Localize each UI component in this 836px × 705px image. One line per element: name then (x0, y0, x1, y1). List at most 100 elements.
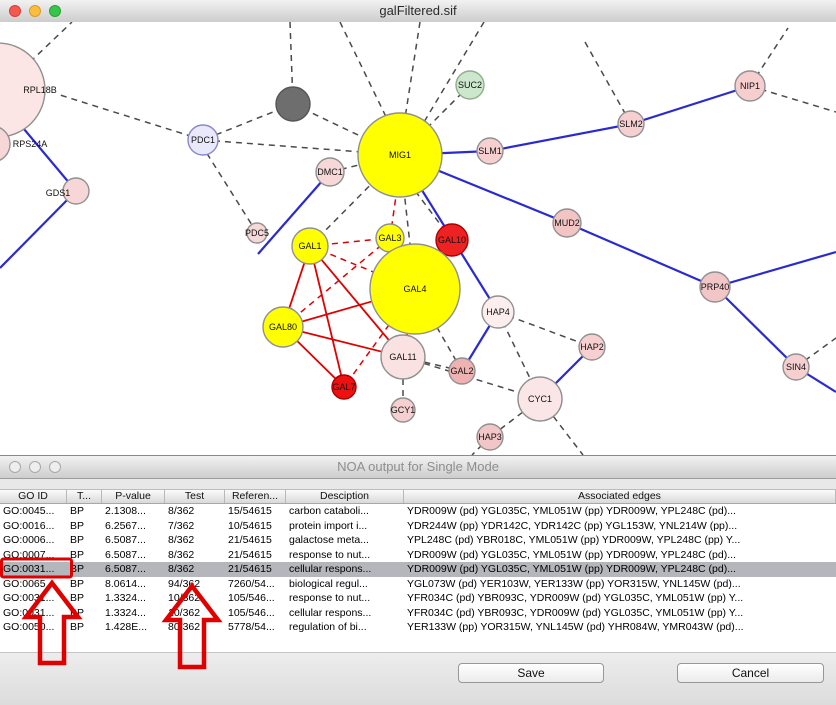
graph-node-mud2[interactable] (552, 208, 582, 238)
graph-node-pdc1[interactable] (187, 124, 219, 156)
table-cell: YDR244W (pp) YDR142C, YDR142C (pp) YGL15… (407, 519, 738, 532)
button-bar: Save Cancel (0, 652, 836, 705)
graph-node-mig1[interactable] (357, 112, 443, 198)
table-cell: BP (70, 563, 85, 575)
graph-window-title: galFiltered.sif (379, 3, 457, 18)
graph-node-rpl18b[interactable] (0, 42, 46, 138)
graph-node-prp40[interactable] (699, 271, 731, 303)
column-header-1[interactable]: T... (67, 490, 102, 503)
graph-node-label: SLM2 (619, 119, 643, 129)
graph-edge (0, 190, 77, 269)
table-cell: 8/362 (168, 548, 195, 561)
cancel-button[interactable]: Cancel (677, 663, 824, 683)
close-button[interactable] (9, 461, 21, 473)
table-cell: 6.5087... (105, 548, 146, 561)
graph-node-label: GCY1 (391, 405, 416, 415)
graph-node-label: GAL7 (332, 382, 355, 392)
graph-node-label: GAL10 (438, 235, 466, 245)
table-cell: YDR009W (pd) YGL035C, YML051W (pp) YDR00… (407, 563, 736, 575)
traffic-lights (9, 5, 61, 17)
graph-node-label: SIN4 (786, 362, 806, 372)
graph-node-gal4[interactable] (369, 243, 461, 335)
graph-node-label: RPL18B (23, 85, 57, 95)
table-cell: YFR034C (pd) YBR093C, YDR009W (pd) YGL03… (407, 606, 744, 619)
graph-edge (714, 286, 797, 368)
graph-node-label: HAP3 (478, 432, 502, 442)
table-cell: 105/546... (228, 592, 275, 604)
save-button[interactable]: Save (458, 663, 604, 683)
graph-edge (427, 84, 471, 128)
graph-node-label: SLM1 (478, 146, 502, 156)
table-cell: BP (70, 548, 85, 561)
graph-edge (202, 139, 363, 153)
graph-node-gal10[interactable] (435, 223, 469, 257)
table-cell: 80/362 (168, 621, 201, 633)
graph-node-gds1[interactable] (62, 177, 90, 205)
table-cell: 10/362 (168, 606, 201, 619)
column-header-2[interactable]: P-value (102, 490, 165, 503)
graph-node-slm2[interactable] (617, 110, 645, 138)
graph-node-label: GAL3 (378, 233, 401, 243)
traffic-lights (9, 461, 61, 473)
graph-node-sin4[interactable] (782, 353, 810, 381)
graph-node-unlabeled[interactable] (275, 86, 311, 122)
table-cell: 21/54615 (228, 534, 272, 546)
graph-node-gcy1[interactable] (390, 397, 416, 423)
minimize-button[interactable] (29, 5, 41, 17)
graph-node-pdc5[interactable] (246, 222, 268, 244)
table-cell: 5778/54... (228, 621, 275, 633)
graph-node-hap2[interactable] (578, 333, 606, 361)
graph-edge (566, 221, 716, 289)
graph-node-nip1[interactable] (734, 70, 766, 102)
graph-node-suc2[interactable] (455, 70, 485, 100)
graph-node-gal1[interactable] (291, 227, 329, 265)
table-cell: 8/362 (168, 563, 195, 575)
table-cell: GO:0065... (3, 577, 55, 590)
graph-node-hap4[interactable] (481, 295, 515, 329)
graph-node-gal7[interactable] (331, 374, 357, 400)
table-cell: 10/54615 (228, 519, 272, 532)
table-cell: 8.0614... (105, 577, 146, 590)
zoom-button[interactable] (49, 5, 61, 17)
close-button[interactable] (9, 5, 21, 17)
column-header-6[interactable]: Associated edges (404, 490, 836, 503)
graph-node-gal80[interactable] (262, 306, 304, 348)
graph-node-label: PDC1 (191, 135, 215, 145)
column-header-4[interactable]: Referen... (225, 490, 286, 503)
graph-node-gal2[interactable] (448, 357, 476, 385)
table-cell: 8/362 (168, 505, 195, 517)
graph-node-label: MUD2 (554, 218, 580, 228)
graph-node-label: PRP40 (701, 282, 730, 292)
table-cell: 6.5087... (105, 534, 146, 546)
minimize-button[interactable] (29, 461, 41, 473)
graph-edge (415, 191, 453, 241)
graph-node-gal11[interactable] (380, 334, 426, 380)
graph-edge (489, 122, 632, 153)
network-svg: RPL18BRPS24AGDS1PDC1DMC1MIG1SUC2SLM1SLM2… (0, 22, 836, 455)
graph-node-dmc1[interactable] (315, 157, 345, 187)
table-cell: 21/54615 (228, 548, 272, 561)
graph-node-cyc1[interactable] (517, 376, 563, 422)
table-cell: 10/362 (168, 592, 201, 604)
column-header-0[interactable]: GO ID (0, 490, 67, 503)
graph-node-label: CYC1 (528, 394, 552, 404)
graph-node-slm1[interactable] (476, 137, 504, 165)
zoom-button[interactable] (49, 461, 61, 473)
table-cell: GO:0031... (3, 563, 55, 575)
column-header-5[interactable]: Desciption (286, 490, 404, 503)
graph-node-rps24a[interactable] (0, 126, 11, 162)
graph-node-hap3[interactable] (476, 423, 504, 451)
column-header-3[interactable]: Test (165, 490, 225, 503)
table-cell: 6.2567... (105, 519, 146, 532)
